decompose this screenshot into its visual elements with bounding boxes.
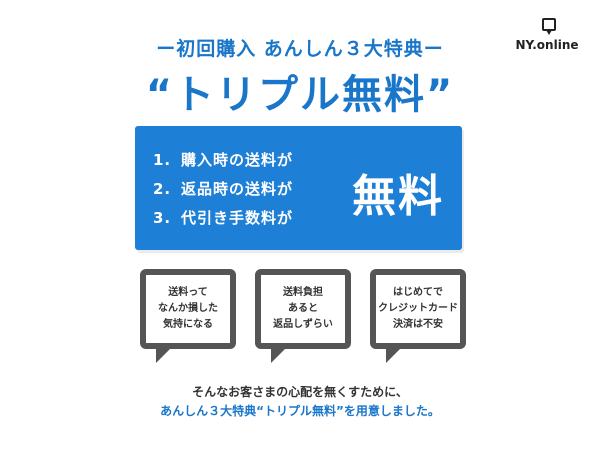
benefit-text: 返品時の送料が <box>181 180 294 198</box>
benefit-list: 1. 購入時の送料が 2. 返品時の送料が 3. 代引き手数料が <box>153 146 293 233</box>
benefit-item: 2. 返品時の送料が <box>153 175 293 204</box>
benefit-item: 1. 購入時の送料が <box>153 146 293 175</box>
speech-bubble-icon <box>542 18 556 35</box>
concern-bubble: はじめてで クレジットカード 決済は不安 <box>370 269 466 363</box>
benefits-box: 1. 購入時の送料が 2. 返品時の送料が 3. 代引き手数料が 無料 <box>135 126 462 250</box>
concern-text: 送料負担 あると 返品しずらい <box>273 287 333 330</box>
logo-text: NY.online <box>515 38 579 52</box>
benefit-number: 2. <box>153 180 172 198</box>
concern-text: はじめてで クレジットカード 決済は不安 <box>378 287 458 330</box>
footer-line-highlight: あんしん３大特典“トリプル無料”を用意しました。 <box>160 404 440 418</box>
concern-bubble: 送料負担 あると 返品しずらい <box>255 269 351 363</box>
benefit-text: 代引き手数料が <box>181 209 294 227</box>
benefit-number: 1. <box>153 151 172 169</box>
benefit-item: 3. 代引き手数料が <box>153 204 293 233</box>
concern-bubble: 送料って なんか損した 気持になる <box>140 269 236 363</box>
headline: “トリプル無料” <box>145 72 455 118</box>
brand-logo[interactable]: NY.online <box>512 18 582 58</box>
benefit-text: 購入時の送料が <box>181 151 294 169</box>
footer-line: そんなお客さまの心配を無くすために、 <box>192 385 408 399</box>
free-label: 無料 <box>352 171 444 222</box>
benefit-number: 3. <box>153 209 172 227</box>
footer-message: そんなお客さまの心配を無くすために、 あんしん３大特典“トリプル無料”を用意しま… <box>0 383 600 421</box>
subtitle: ー初回購入 あんしん３大特典ー <box>156 38 444 60</box>
concern-text: 送料って なんか損した 気持になる <box>158 287 218 330</box>
